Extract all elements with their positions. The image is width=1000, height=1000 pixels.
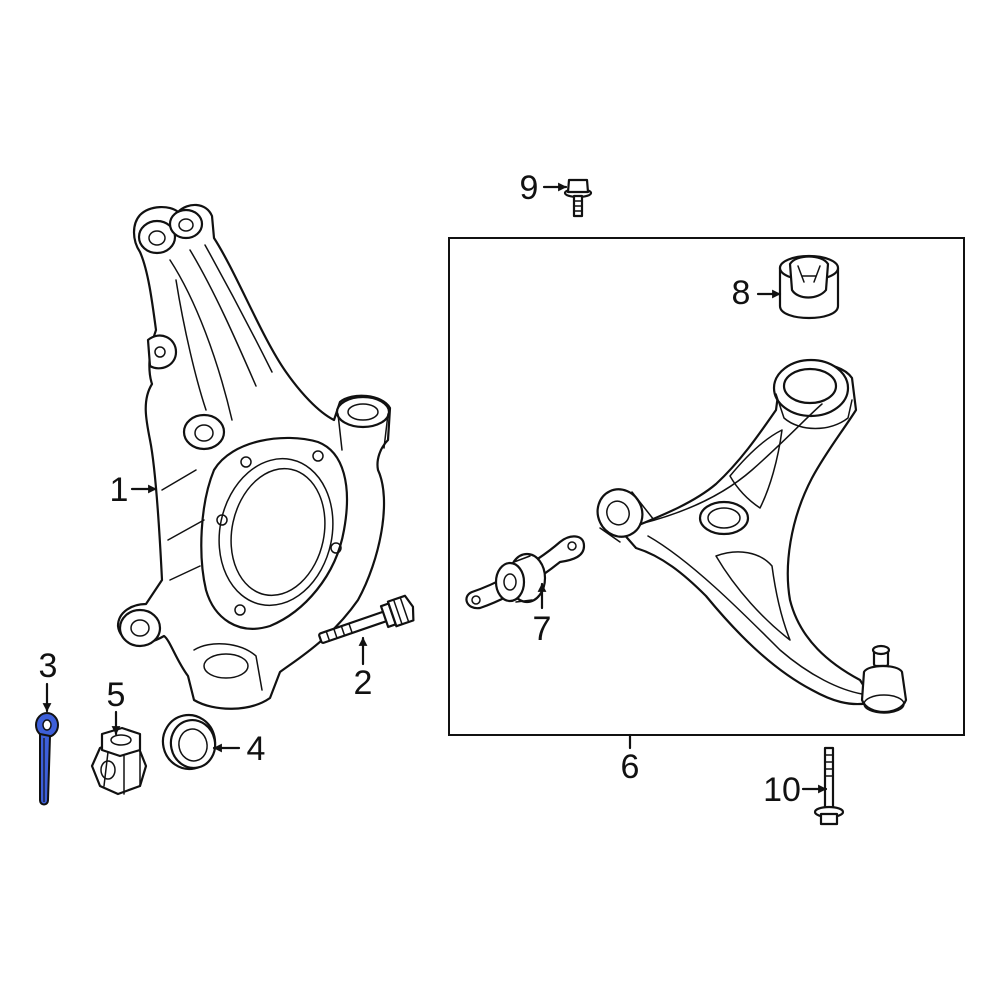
callout-10: 10 [763, 771, 801, 809]
rear-bushing-bracket[interactable] [465, 535, 586, 610]
castle-nut[interactable] [90, 726, 148, 796]
flange-bolt[interactable] [563, 178, 593, 218]
callout-5: 5 [107, 676, 126, 714]
control-arm-bushing[interactable] [778, 254, 840, 320]
callout-9: 9 [520, 169, 539, 207]
bolt[interactable] [316, 594, 417, 650]
callout-7: 7 [533, 610, 552, 648]
steering-knuckle[interactable] [116, 203, 392, 710]
callout-3: 3 [39, 647, 58, 685]
long-bolt[interactable] [813, 746, 845, 826]
callout-6: 6 [621, 748, 640, 786]
cotter-pin[interactable] [35, 712, 59, 806]
callout-1: 1 [110, 471, 129, 509]
callout-2: 2 [354, 664, 373, 702]
lower-control-arm[interactable] [590, 358, 908, 714]
callout-4: 4 [247, 730, 266, 768]
callout-labels: 1 2 3 4 5 6 7 8 9 10 [39, 169, 801, 809]
control-arm-assembly-box [448, 237, 965, 736]
leader-arrows [42, 182, 828, 794]
seal-ring[interactable] [158, 710, 220, 774]
callout-8: 8 [732, 274, 751, 312]
